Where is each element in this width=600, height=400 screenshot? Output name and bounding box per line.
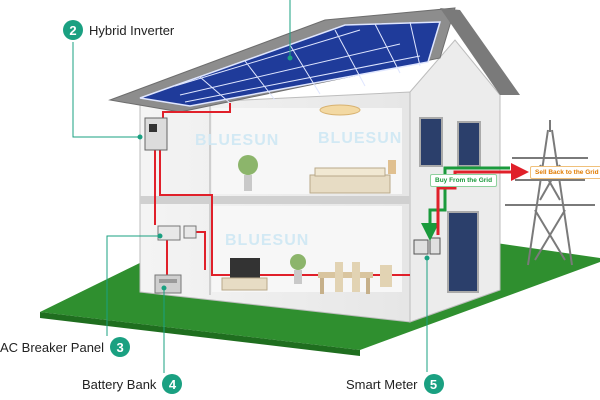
battery-bank-unit bbox=[154, 274, 182, 294]
buy-from-grid-label: Buy From the Grid bbox=[430, 174, 498, 187]
transmission-tower bbox=[505, 120, 595, 266]
sell-to-grid-label: Sell Back to the Grid bbox=[530, 166, 600, 179]
callout-label: Hybrid Inverter bbox=[89, 22, 175, 38]
wiring bbox=[154, 103, 410, 276]
callout-label: Battery Bank bbox=[82, 376, 157, 392]
callout-number-badge: 2 bbox=[63, 20, 83, 40]
buy-from-grid-arrow bbox=[421, 166, 510, 241]
solar-panel-array bbox=[139, 21, 442, 107]
upper-furniture bbox=[238, 155, 396, 194]
callout-label: AC Breaker Panel bbox=[0, 339, 105, 355]
callout-number-badge: 3 bbox=[110, 337, 131, 357]
callout-leaders bbox=[72, 0, 430, 373]
watermark-2: BLUESUN bbox=[318, 130, 403, 147]
callout-battery-bank: Battery Bank 4 bbox=[82, 374, 183, 394]
callout-number-badge: 4 bbox=[162, 374, 183, 394]
watermark-3: BLUESUN bbox=[225, 232, 310, 249]
sell-to-grid-arrow bbox=[436, 163, 529, 235]
floor-slab bbox=[140, 196, 410, 204]
roof-right bbox=[440, 8, 520, 95]
windows bbox=[419, 117, 481, 293]
callout-number-badge: 5 bbox=[423, 374, 444, 394]
ceiling-light bbox=[319, 104, 361, 116]
watermark-1: BLUESUN bbox=[195, 132, 280, 149]
callout-label: Smart Meter bbox=[346, 376, 418, 392]
hybrid-inverter-unit bbox=[144, 117, 168, 151]
ac-breaker-panel-unit bbox=[157, 225, 197, 241]
callout-smart-meter: Smart Meter 5 bbox=[346, 374, 444, 394]
callout-hybrid-inverter: 2 Hybrid Inverter bbox=[63, 20, 174, 40]
lawn-edge bbox=[40, 312, 360, 356]
callout-ac-breaker-panel: AC Breaker Panel 3 bbox=[0, 337, 131, 357]
lower-furniture bbox=[221, 254, 392, 294]
smart-meter-unit bbox=[413, 237, 441, 255]
